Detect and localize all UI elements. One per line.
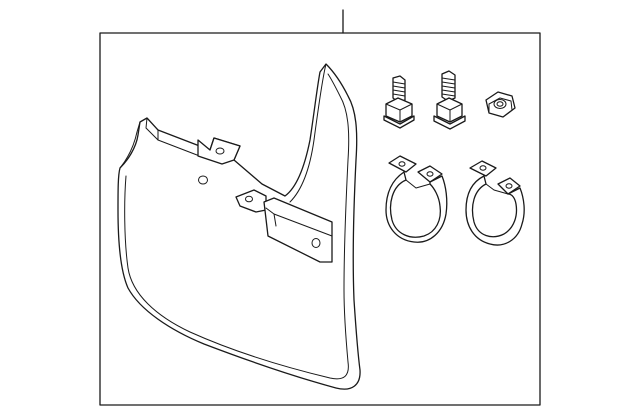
clamp-band [385, 171, 448, 243]
clamp-icon [465, 160, 525, 246]
mounting-bracket-upper [197, 137, 241, 165]
bracket-hole [215, 147, 225, 155]
mud-flap-icon [117, 63, 361, 390]
mud-flap-recess [263, 197, 333, 263]
mounting-hole [198, 175, 208, 185]
mud-flap-rib [289, 63, 327, 203]
bolt-icon [433, 70, 466, 130]
clamp-icon [385, 155, 448, 243]
bracket-hole [245, 195, 253, 203]
mud-flap-top-lip [119, 117, 159, 169]
mounting-hole [311, 238, 321, 248]
diagram-frame [99, 32, 541, 406]
hex-nut-icon [485, 91, 516, 118]
bolt-icon [383, 75, 415, 129]
mud-flap-outline [117, 63, 361, 390]
mud-flap-inner-rim [124, 73, 350, 380]
